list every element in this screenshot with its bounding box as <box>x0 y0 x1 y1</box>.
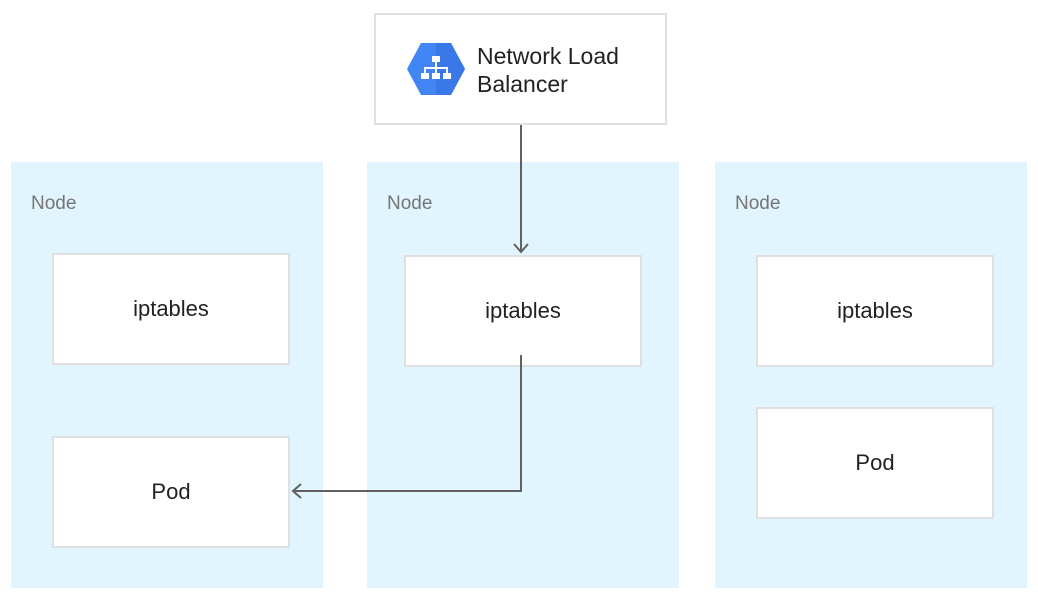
load-balancer-title-line2: Balancer <box>477 71 568 97</box>
node-label: Node <box>387 193 433 214</box>
pod-box: Pod <box>756 407 994 519</box>
iptables-box: iptables <box>52 253 290 365</box>
iptables-box: iptables <box>756 255 994 367</box>
network-load-balancer: Network Load Balancer <box>374 13 667 125</box>
node-1: Node iptables Pod <box>11 162 323 588</box>
load-balancer-title: Network Load Balancer <box>477 42 619 98</box>
node-label: Node <box>31 193 77 214</box>
network-load-balancer-icon <box>407 43 465 95</box>
node-3: Node iptables Pod <box>715 162 1027 588</box>
node-label: Node <box>735 193 781 214</box>
load-balancer-title-line1: Network Load <box>477 43 619 69</box>
node-2: Node iptables <box>367 162 679 588</box>
iptables-box: iptables <box>404 255 642 367</box>
pod-box: Pod <box>52 436 290 548</box>
